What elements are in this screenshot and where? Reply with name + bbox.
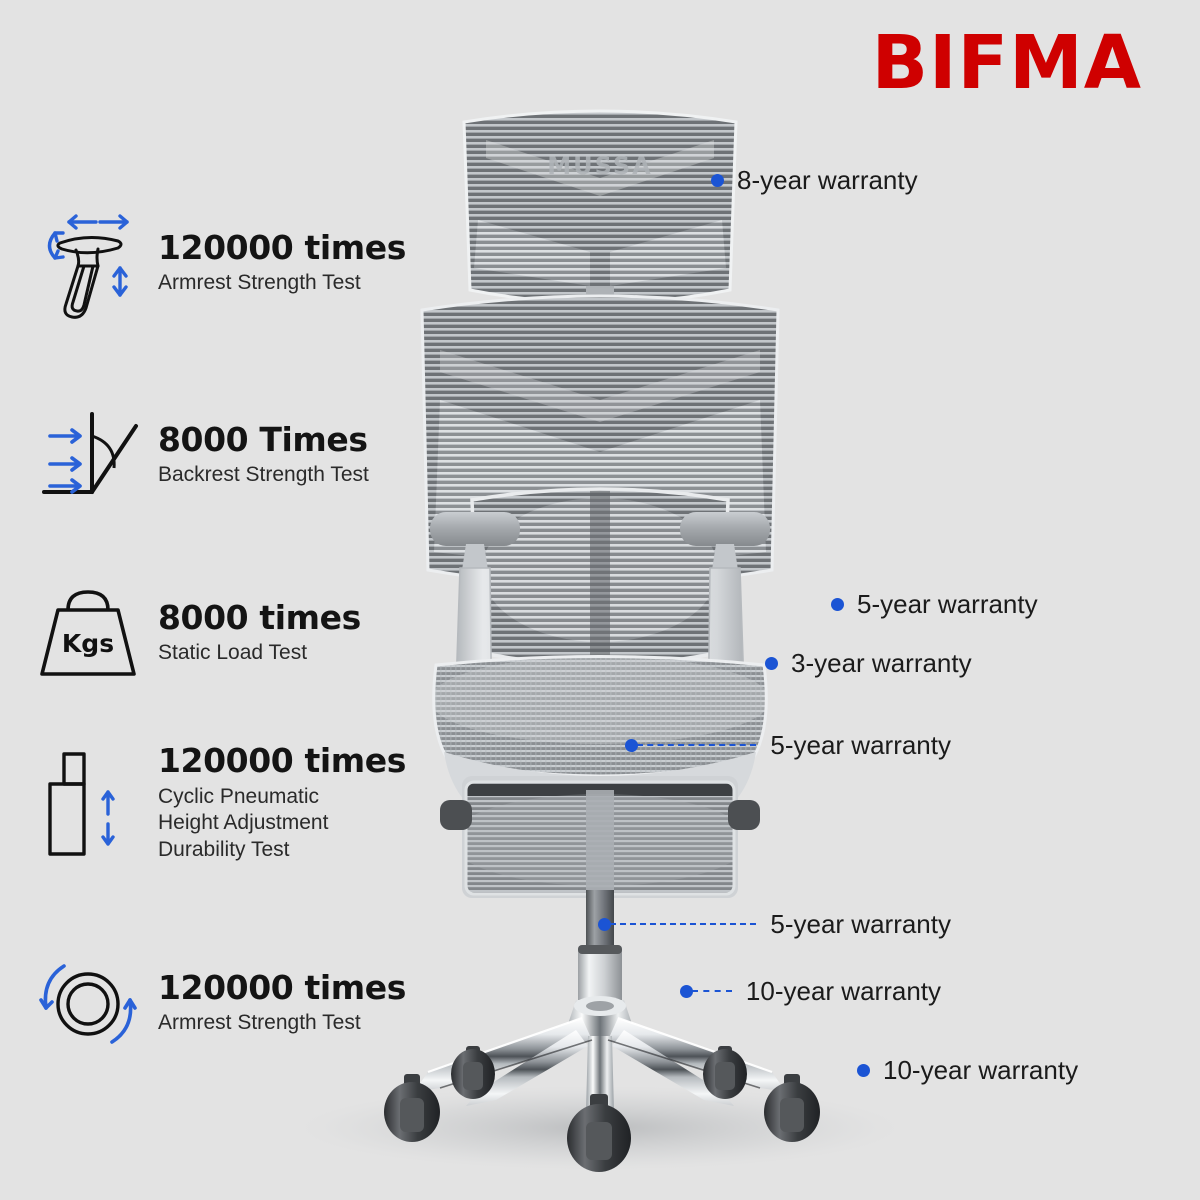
callout-gaslift-warranty: 5-year warranty [598, 907, 951, 941]
callout-marker-dot [625, 738, 638, 752]
spec-label: Backrest Strength Test [158, 462, 369, 489]
product-logo-text: MUSSA [547, 152, 652, 180]
spec-value: 120000 times [158, 967, 406, 1007]
callout-label: 8-year warranty [737, 164, 918, 195]
spec-label: Cyclic Pneumatic Height Adjustment Durab… [158, 784, 406, 865]
backrest-angle-icon [24, 392, 152, 520]
weight-kgs-icon: Kgs [24, 570, 152, 698]
spec-item-armrest-strength: 120000 times Armrest Strength Test [24, 200, 406, 328]
callout-leader-line [692, 990, 732, 992]
spec-value: 120000 times [158, 740, 406, 780]
spec-value: 120000 times [158, 227, 406, 267]
spec-label: Armrest Strength Test [158, 270, 406, 297]
callout-caster-warranty: 10-year warranty [857, 1053, 1078, 1087]
callout-armrest-warranty: 5-year warranty [831, 587, 1038, 621]
callout-base-warranty: 10-year warranty [680, 974, 941, 1008]
spec-value: 8000 times [158, 597, 361, 637]
callout-label: 10-year warranty [745, 975, 941, 1006]
spec-label-line: Backrest Strength Test [158, 463, 369, 487]
spec-item-backrest-strength: 8000 Times Backrest Strength Test [24, 392, 369, 520]
chair-headrest: MUSSA [462, 109, 738, 305]
gas-cylinder-icon [24, 740, 152, 868]
chair-gas-lift [578, 890, 622, 1007]
callout-marker-dot [680, 984, 693, 998]
armrest-adjust-icon [24, 200, 152, 328]
callout-marker-dot [598, 917, 611, 931]
callout-marker-dot [857, 1063, 870, 1077]
spec-label-line: Armrest Strength Test [158, 271, 361, 295]
callout-marker-dot [831, 597, 844, 611]
spec-label: Static Load Test [158, 640, 361, 667]
bifma-logo: BIFMA [871, 20, 1142, 106]
spec-label-line: Armrest Strength Test [158, 1011, 361, 1035]
spec-item-caster-durability: 120000 times Armrest Strength Test [24, 940, 406, 1068]
weight-icon-label: Kgs [62, 629, 114, 658]
chair-casters [384, 1046, 820, 1172]
callout-headrest-warranty: 8-year warranty [711, 163, 918, 197]
callout-label: 10-year warranty [883, 1054, 1079, 1085]
callout-label: 3-year warranty [791, 647, 972, 678]
spec-value: 8000 Times [158, 419, 368, 459]
callout-label: 5-year warranty [770, 729, 951, 760]
callout-leader-line [610, 923, 757, 925]
office-chair-image: MUSSA [250, 100, 950, 1180]
spec-label-line: Height Adjustment [158, 811, 329, 835]
caster-rotation-icon [24, 940, 152, 1068]
spec-item-static-load: Kgs 8000 times Static Load Test [24, 570, 361, 698]
callout-leader-line [637, 744, 757, 746]
callout-mechanism-warranty: 5-year warranty [625, 728, 951, 762]
spec-label-line: Cyclic Pneumatic [158, 784, 320, 808]
chair-footrest [440, 776, 760, 900]
callout-label: 5-year warranty [770, 908, 951, 939]
spec-item-pneumatic-height: 120000 times Cyclic Pneumatic Height Adj… [24, 740, 406, 868]
callout-seat-warranty: 3-year warranty [765, 646, 972, 680]
callout-marker-dot [711, 173, 724, 187]
spec-label: Armrest Strength Test [158, 1010, 406, 1037]
spec-label-line: Durability Test [158, 838, 290, 862]
callout-label: 5-year warranty [857, 588, 1038, 619]
callout-marker-dot [765, 656, 778, 670]
spec-label-line: Static Load Test [158, 641, 308, 665]
